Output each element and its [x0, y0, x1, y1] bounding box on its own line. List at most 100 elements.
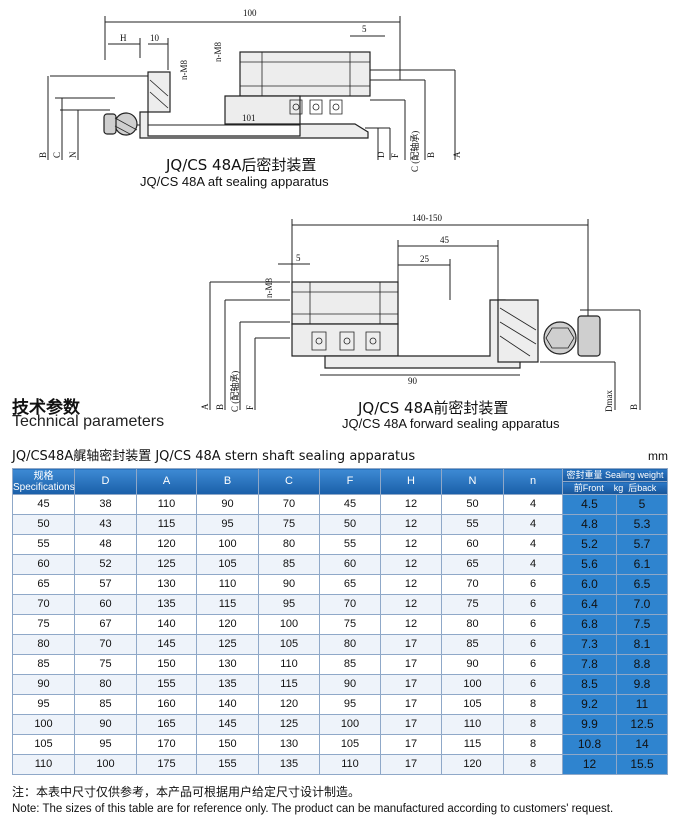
table-cell: 140 [136, 614, 197, 635]
table-cell: 130 [258, 734, 320, 755]
table-cell: 125 [136, 554, 197, 575]
table-cell: 110 [196, 574, 259, 595]
table-cell: 100 [441, 674, 504, 695]
header-col: B [196, 468, 259, 495]
header-col: D [74, 468, 137, 495]
aft-dim-100: 100 [243, 8, 257, 18]
note-en: Note: The sizes of this table are for re… [12, 803, 614, 815]
table-cell: 115 [136, 514, 197, 535]
weight-cell: 5.3 [615, 514, 669, 535]
table-cell: 17 [380, 674, 442, 695]
header-weight-sub: 前Front kg 后back [561, 481, 669, 495]
table-cell: 130 [196, 654, 259, 675]
forward-seal-drawing: 140-150 45 25 5 90 n-M8 A B C (配轴承) F Dm… [200, 213, 641, 412]
table-cell: 135 [258, 754, 320, 775]
spec-cell: 45 [12, 494, 75, 515]
table-cell: 130 [136, 574, 197, 595]
table-cell: 60 [441, 534, 504, 555]
table-cell: 4 [503, 514, 563, 535]
table-cell: 43 [74, 514, 137, 535]
header-col: C [258, 468, 320, 495]
aft-dim-5: 5 [362, 24, 367, 34]
table-cell: 57 [74, 574, 137, 595]
table-cell: 125 [258, 714, 320, 735]
weight-cell: 7.0 [615, 594, 669, 615]
spec-cell: 110 [12, 754, 75, 775]
table-cell: 85 [441, 634, 504, 655]
aft-dim-cmain: C (配轴承) [409, 131, 420, 172]
table-cell: 70 [319, 594, 381, 615]
table-cell: 90 [258, 574, 320, 595]
fwd-caption-cn: JQ/CS 48A前密封装置 [358, 399, 509, 417]
table-cell: 120 [441, 754, 504, 775]
table-cell: 48 [74, 534, 137, 555]
weight-cell: 5 [615, 494, 669, 515]
table-cell: 6 [503, 614, 563, 635]
aft-dim-h: H [120, 33, 127, 43]
table-cell: 105 [441, 694, 504, 715]
table-cell: 12 [380, 534, 442, 555]
fwd-dim-5: 5 [296, 253, 301, 263]
table-cell: 90 [319, 674, 381, 695]
header-col: H [380, 468, 442, 495]
aft-dim-b2: B [426, 152, 436, 158]
aft-dim-n: N [68, 151, 78, 158]
fwd-dim-b: B [215, 404, 225, 410]
table-cell: 120 [258, 694, 320, 715]
table-cell: 8 [503, 754, 563, 775]
table-cell: 100 [74, 754, 137, 775]
table-cell: 80 [74, 674, 137, 695]
weight-cell: 4.5 [562, 494, 617, 515]
weight-cell: 6.5 [615, 574, 669, 595]
unit-label: mm [648, 449, 668, 463]
table-cell: 38 [74, 494, 137, 515]
aft-dim-b: B [38, 152, 48, 158]
table-cell: 115 [196, 594, 259, 615]
table-cell: 6 [503, 674, 563, 695]
spec-cell: 105 [12, 734, 75, 755]
table-cell: 17 [380, 714, 442, 735]
table-cell: 12 [380, 514, 442, 535]
table-cell: 17 [380, 634, 442, 655]
spec-cell: 90 [12, 674, 75, 695]
table-cell: 75 [74, 654, 137, 675]
aft-dim-10: 10 [150, 33, 160, 43]
table-cell: 80 [441, 614, 504, 635]
table-cell: 85 [258, 554, 320, 575]
spec-cell: 60 [12, 554, 75, 575]
aft-dim-d: D [376, 151, 386, 158]
weight-cell: 6.1 [615, 554, 669, 575]
table-cell: 4 [503, 494, 563, 515]
table-cell: 75 [319, 614, 381, 635]
weight-cell: 8.5 [562, 674, 617, 695]
table-cell: 6 [503, 594, 563, 615]
table-cell: 6 [503, 634, 563, 655]
weight-cell: 11 [615, 694, 669, 715]
table-cell: 17 [380, 734, 442, 755]
table-cell: 95 [258, 594, 320, 615]
spec-cell: 100 [12, 714, 75, 735]
aft-dim-c: C [52, 152, 62, 158]
weight-cell: 7.8 [562, 654, 617, 675]
fwd-dim-25: 25 [420, 254, 430, 264]
table-cell: 85 [319, 654, 381, 675]
table-cell: 45 [319, 494, 381, 515]
table-cell: 70 [74, 634, 137, 655]
weight-cell: 4.8 [562, 514, 617, 535]
table-cell: 160 [136, 694, 197, 715]
spec-cell: 95 [12, 694, 75, 715]
table-cell: 100 [319, 714, 381, 735]
note-cn: 注：本表中尺寸仅供参考，本产品可根据用户给定尺寸设计制造。 [12, 785, 361, 799]
weight-cell: 6.4 [562, 594, 617, 615]
weight-cell: 8.8 [615, 654, 669, 675]
table-cell: 165 [136, 714, 197, 735]
table-cell: 8 [503, 734, 563, 755]
table-cell: 115 [441, 734, 504, 755]
